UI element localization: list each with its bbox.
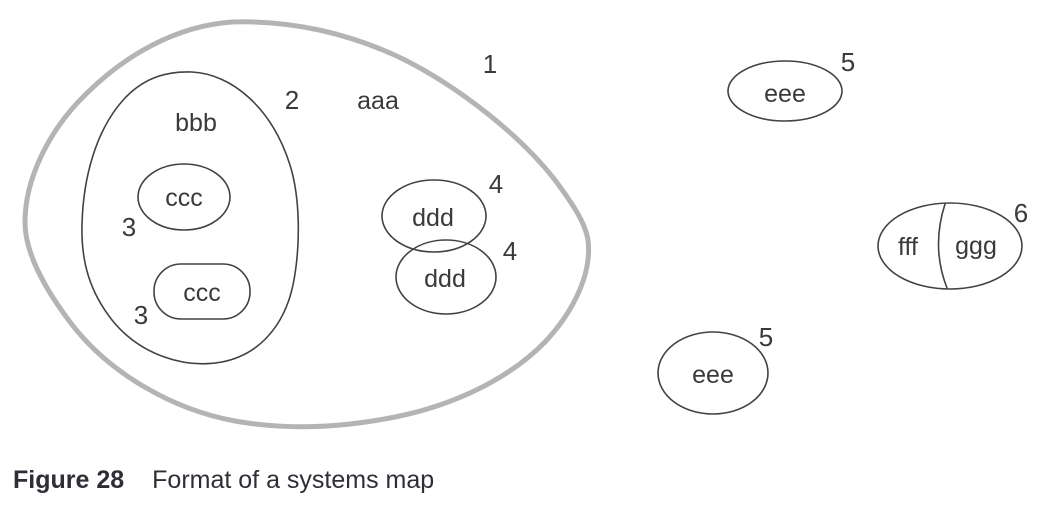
label-ddd-2: ddd xyxy=(424,265,466,293)
component-boundary-ddd-2 xyxy=(395,239,497,315)
figure-caption-text: Format of a systems map xyxy=(152,466,435,494)
environment-boundary-eee-1 xyxy=(727,60,843,122)
number-1: 1 xyxy=(483,49,497,79)
number-3-first: 3 xyxy=(122,212,136,242)
label-ddd-1: ddd xyxy=(412,204,454,232)
figure-caption: Figure 28 Format of a systems map xyxy=(13,466,434,495)
number-3-second: 3 xyxy=(134,300,148,330)
component-boundary-ddd-1 xyxy=(381,179,487,253)
diagram-labels: 1 aaa 2 bbb ccc 3 ccc 3 4 ddd 4 ddd 5 ee… xyxy=(122,47,1028,389)
label-ccc-2: ccc xyxy=(183,279,221,307)
environment-boundary-eee-2 xyxy=(657,331,769,415)
component-boundaries xyxy=(81,60,1023,415)
component-boundary-ccc-2 xyxy=(153,263,251,320)
figure-caption-label: Figure 28 xyxy=(13,466,125,494)
number-5-second: 5 xyxy=(759,322,773,352)
subsystem-boundary-bbb xyxy=(81,71,300,365)
component-boundary-ccc-1 xyxy=(137,163,231,231)
label-eee-2: eee xyxy=(692,361,734,389)
number-5-first: 5 xyxy=(841,47,855,77)
number-4-second: 4 xyxy=(503,236,517,266)
label-ccc-1: ccc xyxy=(165,184,203,212)
split-blob-divider xyxy=(937,203,948,289)
split-blob-boundary-fff-ggg xyxy=(877,202,1023,290)
number-2: 2 xyxy=(285,85,299,115)
label-bbb: bbb xyxy=(175,109,217,137)
label-aaa: aaa xyxy=(357,87,399,115)
label-eee-1: eee xyxy=(764,80,806,108)
label-ggg: ggg xyxy=(955,232,997,260)
number-6: 6 xyxy=(1014,198,1028,228)
number-4-first: 4 xyxy=(489,169,503,199)
label-fff: fff xyxy=(898,233,918,261)
system-boundary-aaa xyxy=(22,19,592,430)
